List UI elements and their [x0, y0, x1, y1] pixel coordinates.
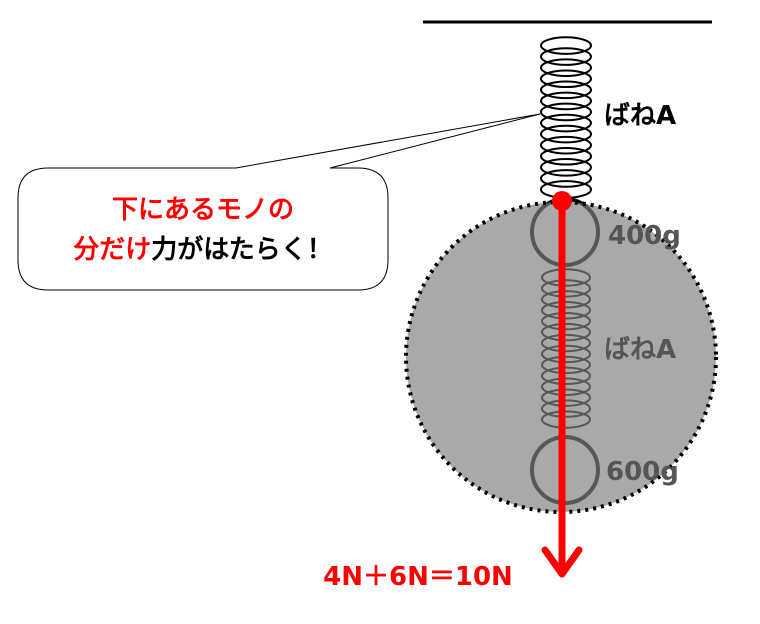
spring-label-inner: ばねA	[604, 335, 676, 365]
force-equation: 4N＋6N＝10N	[323, 562, 513, 592]
spring-coil	[540, 69, 592, 89]
spring-coil	[540, 146, 592, 166]
spring-coil	[540, 102, 592, 122]
spring-label-top: ばねA	[604, 101, 676, 131]
spring-coil	[540, 124, 592, 144]
spring-coil	[540, 158, 592, 177]
spring-coil	[540, 91, 592, 111]
callout-line1: 下にあるモノの	[112, 195, 294, 225]
attachment-point	[552, 191, 572, 211]
spring-coil	[540, 36, 592, 55]
mass-label-bottom: 600g	[606, 457, 679, 487]
callout-line2-black: 力がはたらく！	[151, 234, 332, 265]
spring-coil	[540, 135, 592, 155]
callout-bubble: 下にあるモノの 分だけ力がはたらく！	[17, 113, 541, 291]
spring-coil	[540, 169, 592, 188]
spring-coil	[540, 80, 592, 100]
callout-line2-red: 分だけ	[73, 235, 151, 265]
spring-coil	[540, 113, 592, 133]
force-arrow-head	[541, 546, 583, 578]
mass-label-top: 400g	[608, 221, 681, 251]
spring-top	[540, 36, 592, 199]
spring-coil	[540, 58, 592, 77]
callout-line2: 分だけ力がはたらく！	[73, 234, 333, 265]
spring-coil	[540, 47, 592, 66]
